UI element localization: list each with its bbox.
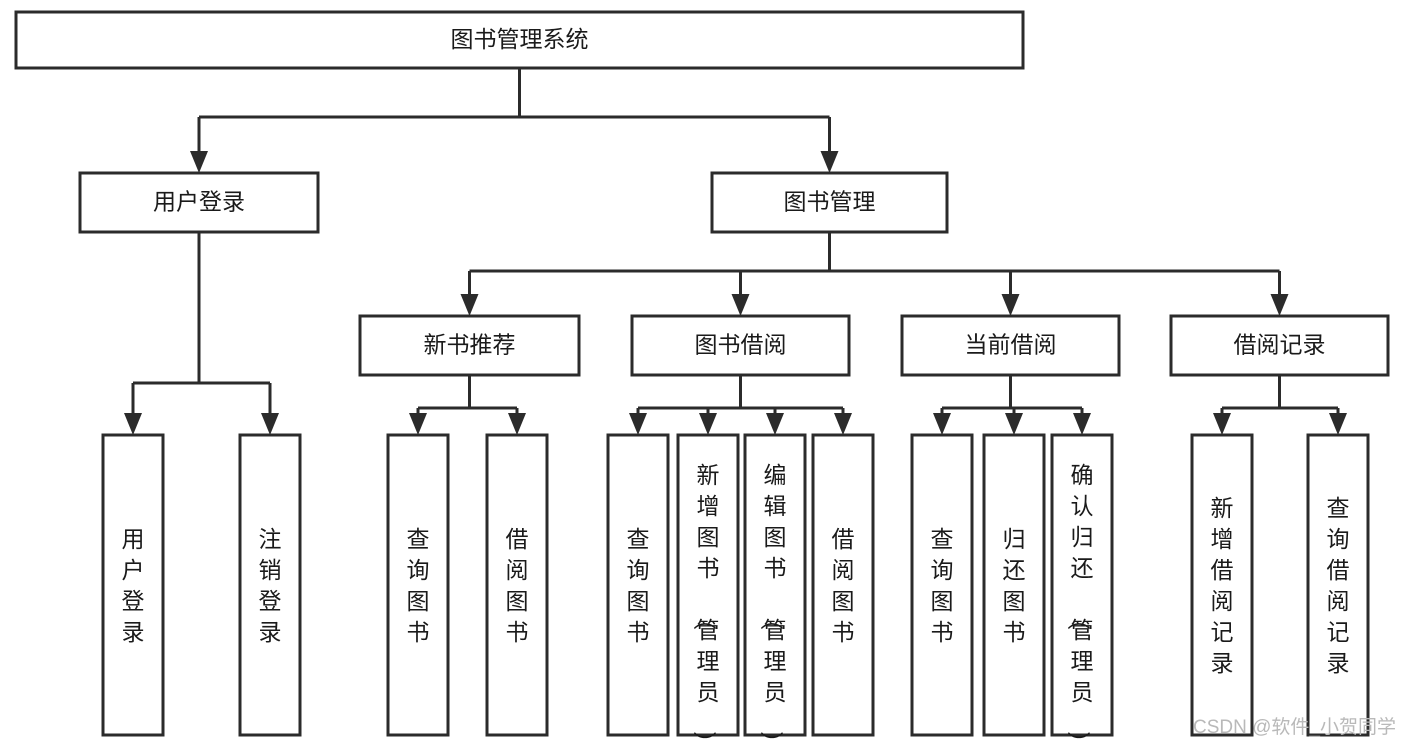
arrow-head-icon-leaf-logout bbox=[261, 413, 279, 435]
node-label-leaf-user-login: 用户登录 bbox=[122, 526, 145, 645]
node-label-leaf-borrow-book-2: 借阅图书 bbox=[832, 526, 855, 645]
node-root[interactable]: 图书管理系统 bbox=[14, 10, 1025, 70]
node-label-leaf-query-book-1: 查询图书 bbox=[407, 526, 430, 645]
node-leaf-query-record[interactable]: 查询借阅记录 bbox=[1306, 433, 1370, 737]
node-box-book-borrow bbox=[630, 314, 851, 377]
node-box-root bbox=[14, 10, 1025, 70]
node-book-borrow[interactable]: 图书借阅 bbox=[630, 314, 851, 377]
node-box-current-borrow bbox=[900, 314, 1121, 377]
node-leaf-edit-book[interactable]: 编辑图书（管理员） bbox=[743, 433, 807, 747]
arrow-head-icon-leaf-query-book-1 bbox=[409, 413, 427, 435]
node-leaf-query-book-3[interactable]: 查询图书 bbox=[910, 433, 974, 737]
connector-lines-layer bbox=[124, 68, 1347, 435]
node-label-book-borrow: 图书借阅 bbox=[695, 332, 787, 358]
node-leaf-borrow-book-2[interactable]: 借阅图书 bbox=[811, 433, 875, 737]
arrow-head-icon-leaf-add-record bbox=[1213, 413, 1231, 435]
node-box-new-book-rec bbox=[358, 314, 581, 377]
node-leaf-add-record[interactable]: 新增借阅记录 bbox=[1190, 433, 1254, 737]
node-box-user-login bbox=[78, 171, 320, 234]
node-label-leaf-add-record: 新增借阅记录 bbox=[1211, 495, 1234, 676]
node-box-leaf-query-record bbox=[1306, 433, 1370, 737]
node-box-leaf-borrow-book-2 bbox=[811, 433, 875, 737]
arrow-head-icon-current-borrow bbox=[1001, 294, 1020, 316]
arrow-head-icon-leaf-confirm-return bbox=[1073, 413, 1091, 435]
node-label-user-login: 用户登录 bbox=[153, 189, 245, 215]
arrow-head-icon-user-login bbox=[190, 151, 208, 173]
node-label-leaf-add-book: 新增图书（管理员） bbox=[692, 462, 720, 747]
node-leaf-logout[interactable]: 注销登录 bbox=[238, 433, 302, 737]
node-box-leaf-user-login bbox=[101, 433, 165, 737]
node-label-leaf-query-book-2: 查询图书 bbox=[627, 526, 650, 645]
arrow-head-icon-book-borrow bbox=[731, 294, 750, 316]
node-label-leaf-return-book: 归还图书 bbox=[1003, 526, 1026, 645]
node-leaf-query-book-1[interactable]: 查询图书 bbox=[386, 433, 450, 737]
node-leaf-user-login[interactable]: 用户登录 bbox=[101, 433, 165, 737]
node-new-book-rec[interactable]: 新书推荐 bbox=[358, 314, 581, 377]
node-leaf-add-book[interactable]: 新增图书（管理员） bbox=[676, 433, 740, 747]
node-box-borrow-record bbox=[1169, 314, 1390, 377]
node-label-leaf-edit-book: 编辑图书（管理员） bbox=[759, 462, 787, 747]
arrow-head-icon-leaf-user-login bbox=[124, 413, 142, 435]
node-leaf-return-book[interactable]: 归还图书 bbox=[982, 433, 1046, 737]
node-book-manage[interactable]: 图书管理 bbox=[710, 171, 949, 234]
node-box-leaf-query-book-3 bbox=[910, 433, 974, 737]
arrow-head-icon-leaf-edit-book bbox=[766, 413, 784, 435]
node-label-book-manage: 图书管理 bbox=[784, 189, 876, 215]
node-box-book-manage bbox=[710, 171, 949, 234]
node-user-login[interactable]: 用户登录 bbox=[78, 171, 320, 234]
node-box-leaf-add-record bbox=[1190, 433, 1254, 737]
node-borrow-record[interactable]: 借阅记录 bbox=[1169, 314, 1390, 377]
node-leaf-borrow-book-1[interactable]: 借阅图书 bbox=[485, 433, 549, 737]
node-box-leaf-query-book-1 bbox=[386, 433, 450, 737]
arrow-head-icon-leaf-query-book-3 bbox=[933, 413, 951, 435]
arrow-head-icon-leaf-query-book-2 bbox=[629, 413, 647, 435]
node-box-leaf-confirm-return bbox=[1050, 433, 1114, 737]
node-label-leaf-borrow-book-1: 借阅图书 bbox=[506, 526, 529, 645]
node-leaf-confirm-return[interactable]: 确认归还（管理员） bbox=[1050, 433, 1114, 747]
node-boxes-layer: 图书管理系统用户登录图书管理新书推荐图书借阅当前借阅借阅记录用户登录注销登录查询… bbox=[14, 10, 1390, 747]
arrow-head-icon-book-manage bbox=[820, 151, 839, 173]
arrow-head-icon-leaf-borrow-book-2 bbox=[834, 413, 852, 435]
node-current-borrow[interactable]: 当前借阅 bbox=[900, 314, 1121, 377]
node-label-root: 图书管理系统 bbox=[451, 26, 589, 52]
node-box-leaf-return-book bbox=[982, 433, 1046, 737]
node-label-current-borrow: 当前借阅 bbox=[965, 332, 1057, 358]
arrow-head-icon-borrow-record bbox=[1270, 294, 1289, 316]
arrow-head-icon-leaf-query-record bbox=[1329, 413, 1347, 435]
node-box-leaf-logout bbox=[238, 433, 302, 737]
node-label-new-book-rec: 新书推荐 bbox=[424, 332, 516, 358]
csdn-watermark: CSDN @软件_小贺同学 bbox=[1193, 716, 1396, 738]
node-label-leaf-confirm-return: 确认归还（管理员） bbox=[1066, 462, 1094, 747]
node-box-leaf-query-book-2 bbox=[606, 433, 670, 737]
node-label-leaf-query-record: 查询借阅记录 bbox=[1327, 495, 1350, 676]
node-label-leaf-query-book-3: 查询图书 bbox=[931, 526, 954, 645]
arrow-head-icon-leaf-return-book bbox=[1005, 413, 1023, 435]
arrow-head-icon-new-book-rec bbox=[460, 294, 479, 316]
arrow-head-icon-leaf-add-book bbox=[699, 413, 717, 435]
node-box-leaf-add-book bbox=[676, 433, 740, 737]
node-label-leaf-logout: 注销登录 bbox=[259, 526, 282, 645]
node-box-leaf-edit-book bbox=[743, 433, 807, 737]
node-box-leaf-borrow-book-1 bbox=[485, 433, 549, 737]
node-leaf-query-book-2[interactable]: 查询图书 bbox=[606, 433, 670, 737]
arrow-head-icon-leaf-borrow-book-1 bbox=[508, 413, 526, 435]
node-label-borrow-record: 借阅记录 bbox=[1234, 332, 1326, 358]
